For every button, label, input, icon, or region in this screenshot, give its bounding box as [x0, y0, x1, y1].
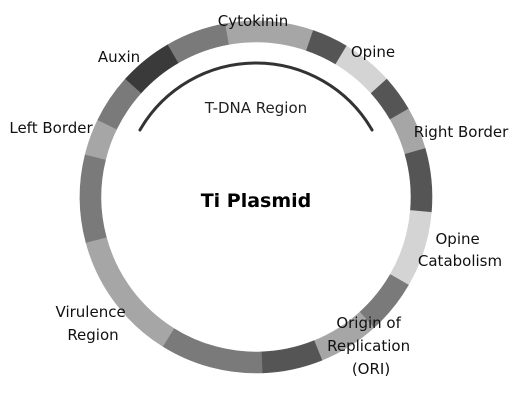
- segment-gap-9: [97, 78, 142, 130]
- segment-opine-catabolism: [389, 210, 432, 286]
- label-opine-catabolism: Opine Catabolism: [418, 230, 502, 270]
- label-ori-line-3: (ORI): [352, 360, 390, 378]
- label-origin-of-replication: Origin of Replication (ORI): [327, 314, 415, 378]
- label-virulence-region: Virulence Region: [56, 303, 131, 344]
- label-left-border: Left Border: [9, 119, 93, 137]
- plasmid-ring: [79, 20, 433, 374]
- plasmid-title: Ti Plasmid: [201, 190, 312, 212]
- label-opine-catabolism-line-2: Catabolism: [418, 252, 502, 270]
- label-opine-catabolism-line-1: Opine: [435, 230, 479, 248]
- label-ori-line-2: Replication: [327, 337, 410, 355]
- segment-gap-8: [79, 154, 107, 243]
- label-cytokinin: Cytokinin: [218, 12, 288, 30]
- label-auxin: Auxin: [98, 48, 140, 66]
- segment-gap-4: [404, 148, 433, 213]
- t-dna-region-arc: [138, 61, 374, 132]
- t-dna-region-label: T-DNA Region: [204, 99, 307, 117]
- label-right-border: Right Border: [414, 123, 509, 141]
- segment-gap-6: [261, 340, 323, 374]
- segment-gap-7: [162, 328, 263, 374]
- label-virulence-region-line-1: Virulence: [56, 303, 126, 321]
- label-ori-line-1: Origin of: [336, 314, 401, 332]
- label-opine: Opine: [351, 43, 395, 61]
- label-virulence-region-line-2: Region: [67, 326, 118, 344]
